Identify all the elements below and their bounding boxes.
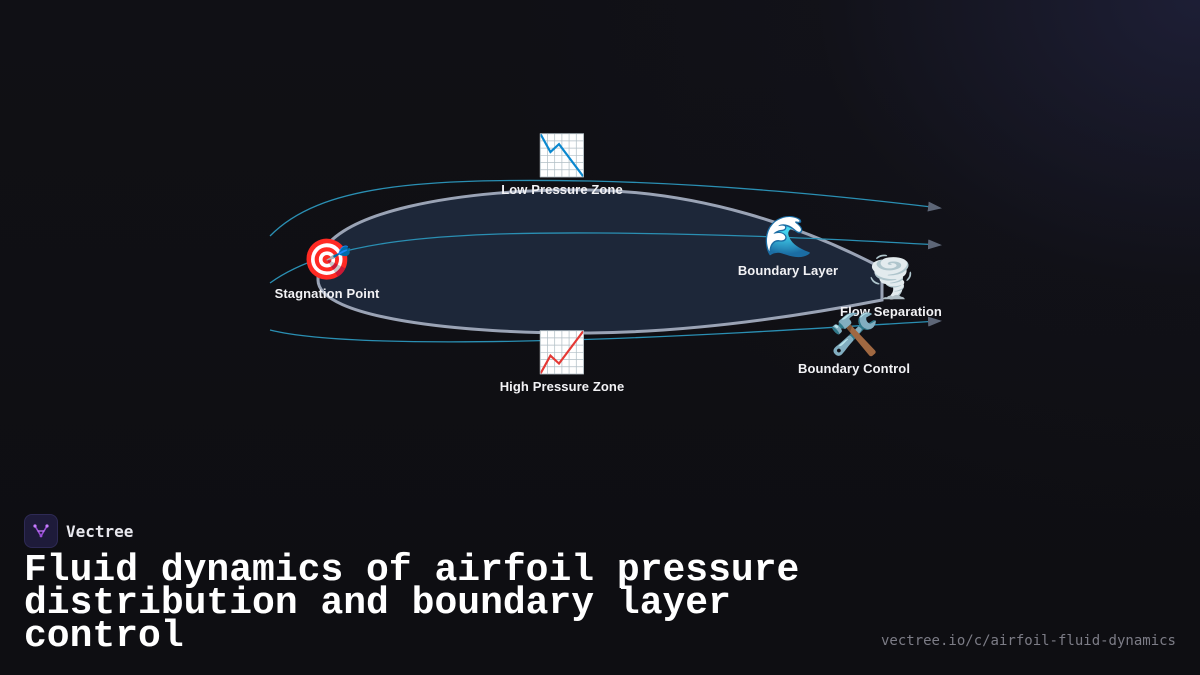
source-url[interactable]: vectree.io/c/airfoil-fluid-dynamics <box>880 633 1176 649</box>
low-pressure-zone-label: Low Pressure Zone <box>501 182 623 197</box>
streamline-lower <box>269 316 942 343</box>
streamline-upper <box>269 179 942 237</box>
low-pressure-zone-node: 📉 Low Pressure Zone <box>501 134 623 197</box>
footer: Vectree Fluid dynamics of airfoil pressu… <box>24 514 1176 658</box>
tornado-icon: 🌪️ <box>866 255 916 301</box>
boundary-control-node: 🛠️ Boundary Control <box>798 313 910 376</box>
vectree-logo-icon <box>24 514 58 548</box>
high-pressure-zone-node: 📈 High Pressure Zone <box>500 331 625 394</box>
streamline-middle <box>269 232 942 284</box>
boundary-layer-label: Boundary Layer <box>737 263 839 278</box>
page-title: Fluid dynamics of airfoil pressure distr… <box>24 549 800 658</box>
flow-separation-label: Flow Separation <box>840 304 942 319</box>
title-row: Fluid dynamics of airfoil pressure distr… <box>24 549 1176 658</box>
boundary-control-label: Boundary Control <box>797 361 911 376</box>
vectree-logo-mark <box>33 524 49 538</box>
target-icon: 🎯 <box>302 237 352 283</box>
flow-separation-node: 🌪️ Flow Separation <box>840 256 942 319</box>
water-wave-icon: 🌊 <box>763 214 813 260</box>
airfoil-shape <box>316 188 884 335</box>
stagnation-point-node: 🎯 Stagnation Point <box>275 238 380 301</box>
chart-decreasing-icon: 📉 <box>537 133 587 179</box>
brand: Vectree <box>24 514 1176 548</box>
stagnation-point-label: Stagnation Point <box>274 286 380 301</box>
boundary-layer-node: 🌊 Boundary Layer <box>738 215 838 278</box>
high-pressure-zone-label: High Pressure Zone <box>499 379 625 394</box>
brand-name: Vectree <box>66 521 134 541</box>
chart-increasing-icon: 📈 <box>537 330 587 376</box>
hammer-wrench-icon: 🛠️ <box>829 312 879 358</box>
